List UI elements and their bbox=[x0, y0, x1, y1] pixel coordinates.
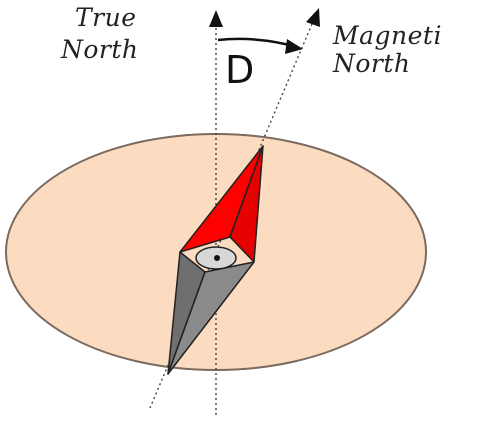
declination-label: D bbox=[225, 48, 254, 92]
true-north-label-line2: North bbox=[60, 35, 139, 64]
true-north-label-line1: True bbox=[75, 3, 137, 32]
compass-needle-icon bbox=[167, 145, 264, 375]
true-north-arrowhead bbox=[209, 10, 223, 27]
magnetic-north-arrowhead bbox=[306, 8, 320, 27]
pivot-center bbox=[214, 255, 220, 261]
declination-arc bbox=[217, 37, 298, 49]
magnetic-north-label-line2: North bbox=[332, 49, 411, 78]
declination-arc-arrowhead bbox=[285, 39, 303, 54]
magnetic-north-label-line1: Magneti bbox=[332, 21, 442, 50]
